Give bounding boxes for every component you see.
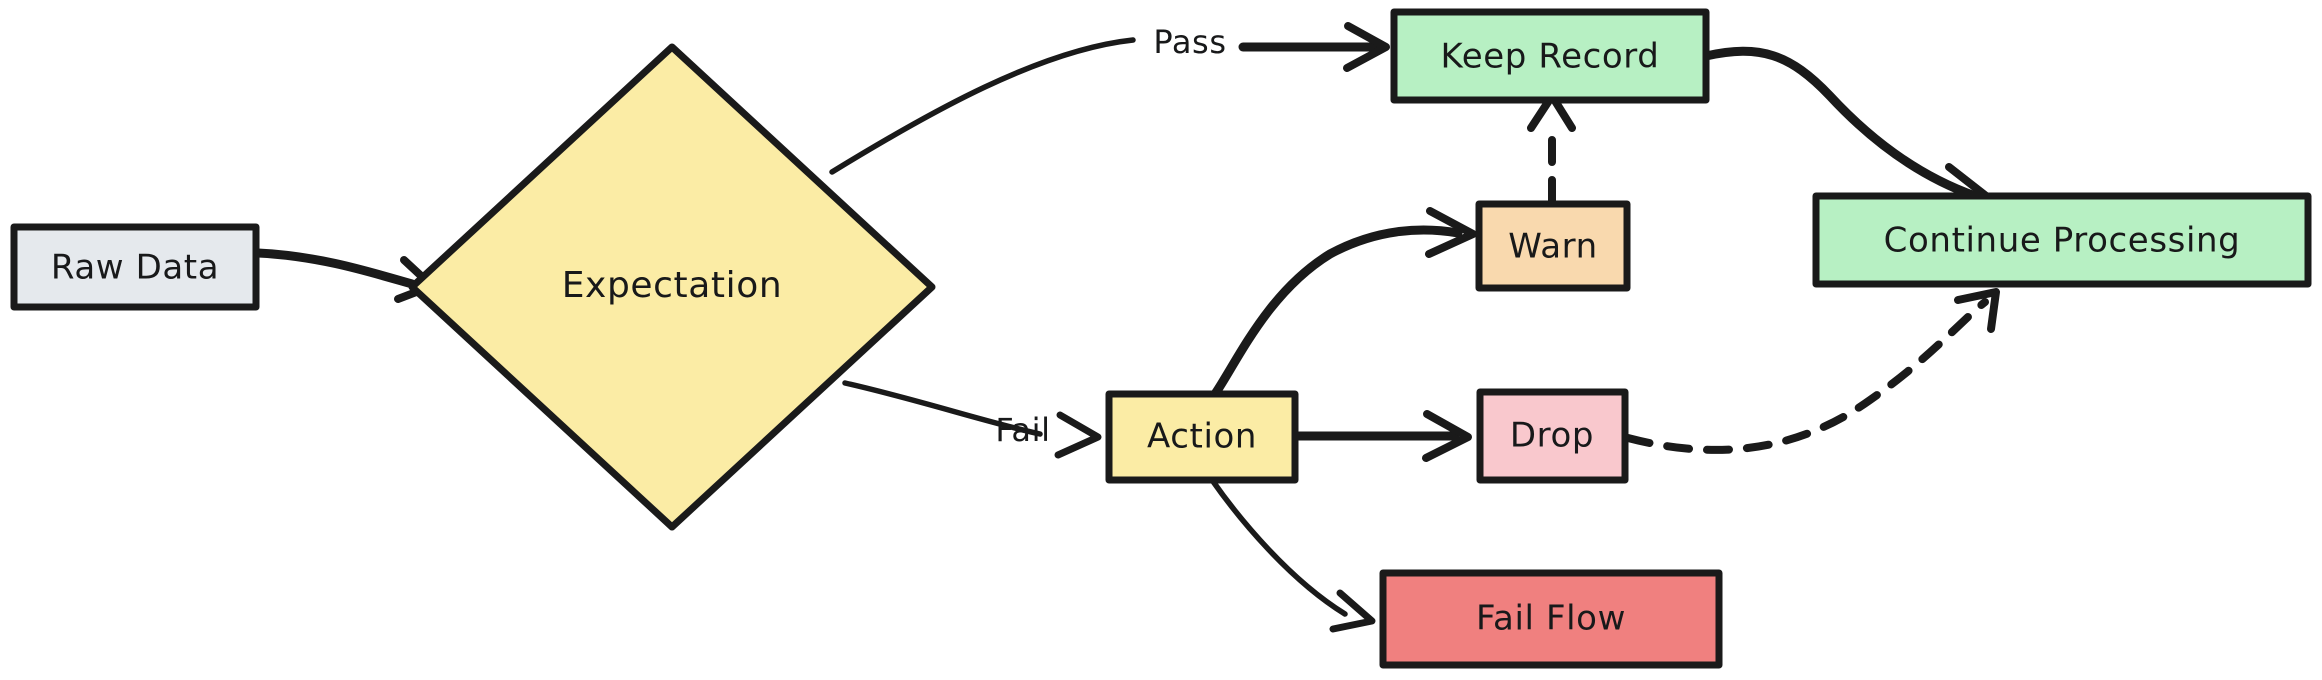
edge-expectation-to-action xyxy=(842,380,1102,459)
edge-raw-data-to-expectation xyxy=(253,248,436,303)
node-raw-data[interactable]: Raw Data xyxy=(10,223,260,311)
node-label-fail-flow: Fail Flow xyxy=(1476,599,1626,639)
node-continue-processing[interactable]: Continue Processing xyxy=(1812,192,2312,288)
edge-drop-to-continue-processing xyxy=(1624,288,2000,454)
edge-expectation-to-keep-record xyxy=(829,22,1390,175)
node-fail-flow[interactable]: Fail Flow xyxy=(1379,569,1723,669)
node-label-warn: Warn xyxy=(1508,227,1598,267)
edge-label-pass: Pass xyxy=(1153,23,1226,61)
node-label-keep-record: Keep Record xyxy=(1441,37,1660,77)
node-drop[interactable]: Drop xyxy=(1476,388,1629,484)
node-label-continue-processing: Continue Processing xyxy=(1884,221,2241,261)
node-keep-record[interactable]: Keep Record xyxy=(1390,8,1710,104)
edge-action-to-warn xyxy=(1210,207,1477,399)
edge-warn-to-keep-record xyxy=(1527,92,1576,206)
node-label-expectation: Expectation xyxy=(562,265,783,306)
edge-action-to-drop xyxy=(1290,410,1472,462)
node-label-drop: Drop xyxy=(1510,416,1594,456)
node-action[interactable]: Action xyxy=(1105,390,1299,484)
node-label-raw-data: Raw Data xyxy=(51,248,219,288)
edge-keep-record-to-continue-processing xyxy=(1701,46,1994,217)
node-label-action: Action xyxy=(1147,417,1257,457)
edge-label-fail: Fail xyxy=(995,411,1050,449)
edge-action-to-fail-flow xyxy=(1209,477,1376,633)
node-warn[interactable]: Warn xyxy=(1475,200,1631,292)
node-expectation[interactable]: Expectation xyxy=(408,43,936,531)
